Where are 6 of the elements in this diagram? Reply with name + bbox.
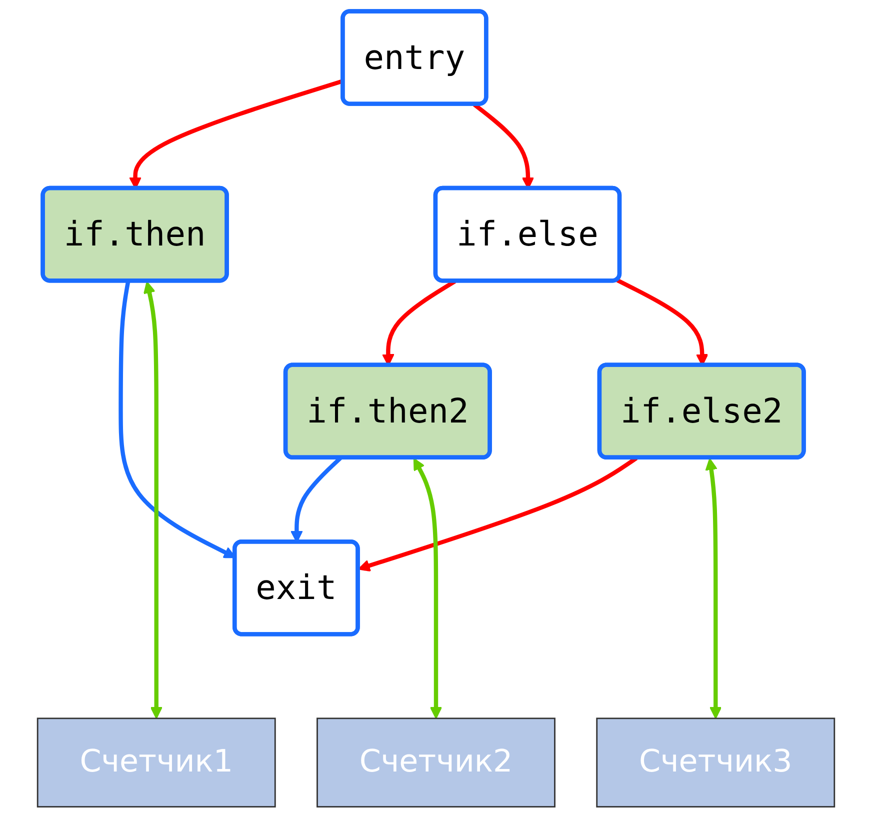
arrow <box>143 281 163 719</box>
node-box: Счетчик1 <box>36 718 276 808</box>
node-box: Счетчик2 <box>316 718 556 808</box>
arrow <box>413 458 442 719</box>
node-box: Счетчик3 <box>596 718 836 808</box>
arrow <box>705 458 722 719</box>
